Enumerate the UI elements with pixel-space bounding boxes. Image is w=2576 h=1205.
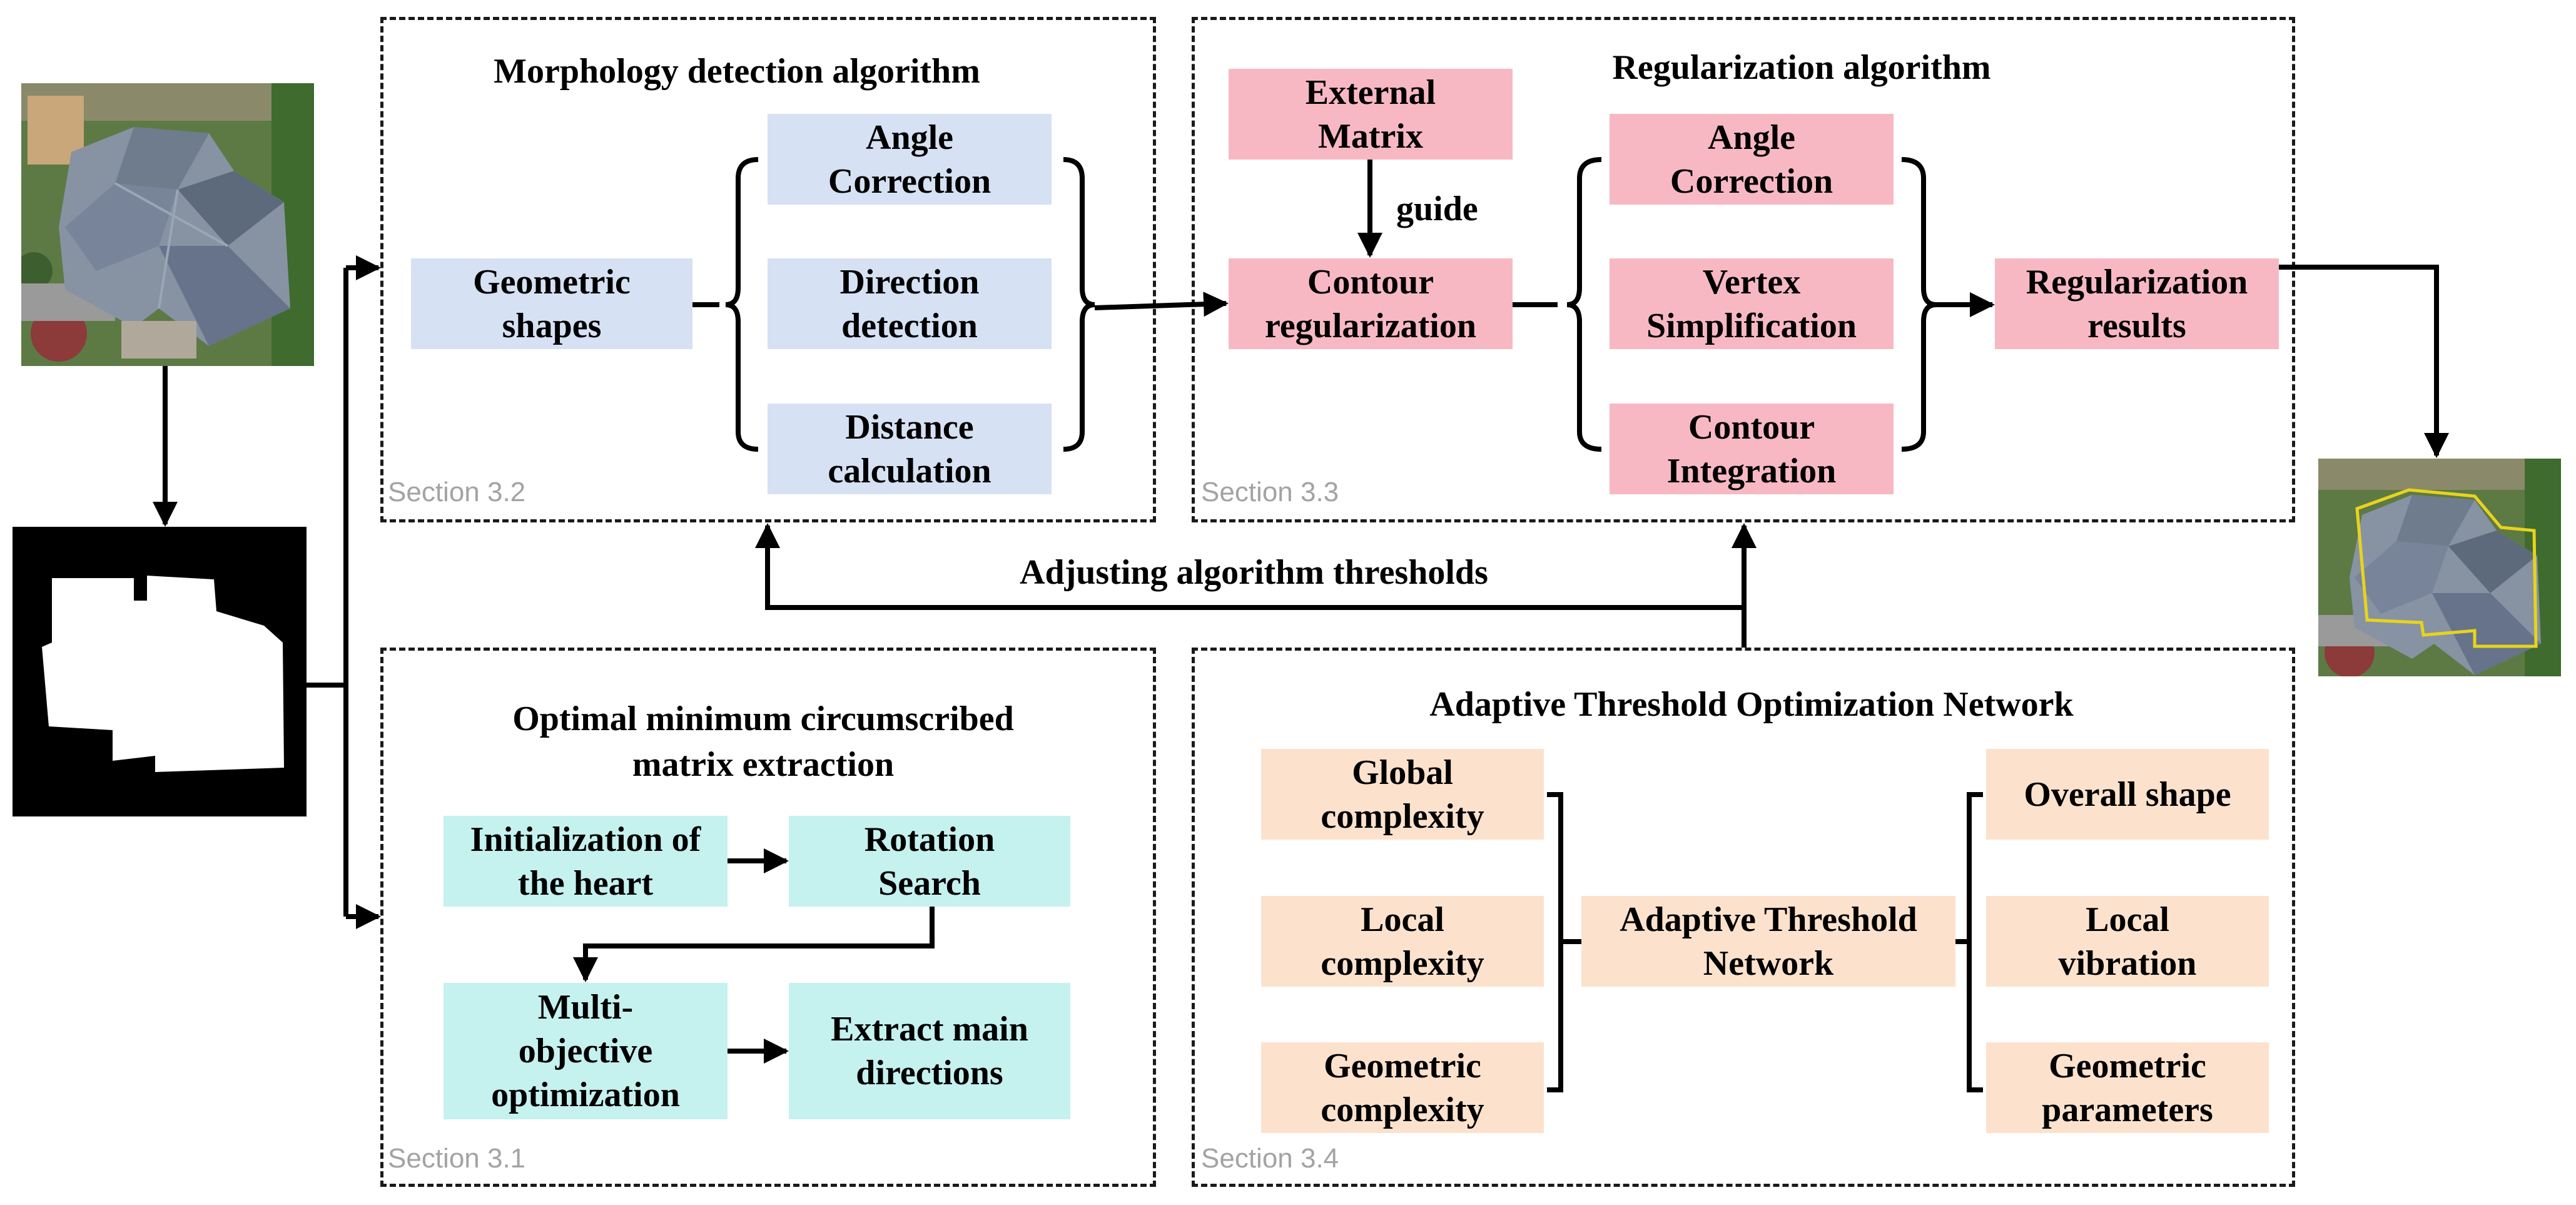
local-vibration-box: Local vibration (1986, 896, 2269, 987)
section-3-1-title: Optimal minimum circumscribed matrix ext… (512, 699, 1014, 784)
section-3-4-box (1192, 648, 2295, 1187)
vertex-simplification-box: Vertex Simplification (1610, 258, 1894, 349)
extract-main-directions-box: Extract main directions (789, 983, 1070, 1119)
local-complexity-box: Local complexity (1261, 896, 1544, 987)
section-3-4-label: Section 3.4 (1201, 1143, 1339, 1174)
right-brace-3-3 (1901, 157, 1937, 452)
geometric-complexity-box: Geometric complexity (1261, 1042, 1544, 1133)
contour-regularization-box: Contour regularization (1229, 258, 1513, 349)
section-3-2-box (380, 17, 1156, 522)
left-brace-3-3 (1566, 157, 1602, 452)
section-3-1-box (380, 648, 1156, 1187)
section-3-1-label: Section 3.1 (388, 1143, 526, 1174)
arrow-rotation-to-multi (573, 907, 935, 982)
external-matrix-box: External Matrix (1229, 69, 1513, 160)
arrow-to-contour-regularization (1094, 292, 1229, 317)
regularization-results-box: Regularization results (1995, 258, 2279, 349)
contour-integration-box: Contour Integration (1610, 404, 1894, 494)
output-aerial-image (2318, 459, 2561, 676)
initialization-heart-box: Initialization of the heart (444, 816, 728, 907)
overall-shape-box: Overall shape (1986, 749, 2269, 840)
input-aerial-image (21, 83, 314, 366)
adjusting-thresholds-label: Adjusting algorithm thresholds (1020, 553, 1488, 592)
right-brace-3-2 (1063, 157, 1095, 452)
adaptive-threshold-network-box: Adaptive Threshold Network (1581, 896, 1955, 987)
section-3-2-title: Morphology detection algorithm (494, 52, 980, 91)
multi-objective-box: Multi-objective optimization (444, 983, 728, 1119)
direction-detection-box: Direction detection (768, 258, 1052, 349)
left-brace-3-2 (725, 157, 759, 452)
right-brace-3-4 (1967, 792, 1983, 1092)
guide-label: guide (1396, 190, 1478, 228)
section-3-4-title: Adaptive Threshold Optimization Network (1429, 685, 2074, 724)
rotation-search-box: Rotation Search (789, 816, 1070, 907)
geometric-parameters-box: Geometric parameters (1986, 1042, 2269, 1133)
building-mask-image (13, 527, 307, 816)
angle-correction-box-1: Angle Correction (768, 114, 1052, 205)
global-complexity-box: Global complexity (1261, 749, 1544, 840)
arrow-feedback-to-3-2 (755, 523, 1747, 648)
section-3-3-label: Section 3.3 (1201, 477, 1339, 507)
geometric-shapes-box: Geometric shapes (411, 258, 692, 349)
section-3-2-label: Section 3.2 (388, 477, 526, 507)
distance-calculation-box: Distance calculation (768, 404, 1052, 494)
arrow-to-output-image (2279, 265, 2449, 458)
section-3-3-title: Regularization algorithm (1612, 48, 1991, 87)
angle-correction-box-2: Angle Correction (1610, 114, 1894, 205)
left-brace-3-4 (1547, 792, 1563, 1092)
